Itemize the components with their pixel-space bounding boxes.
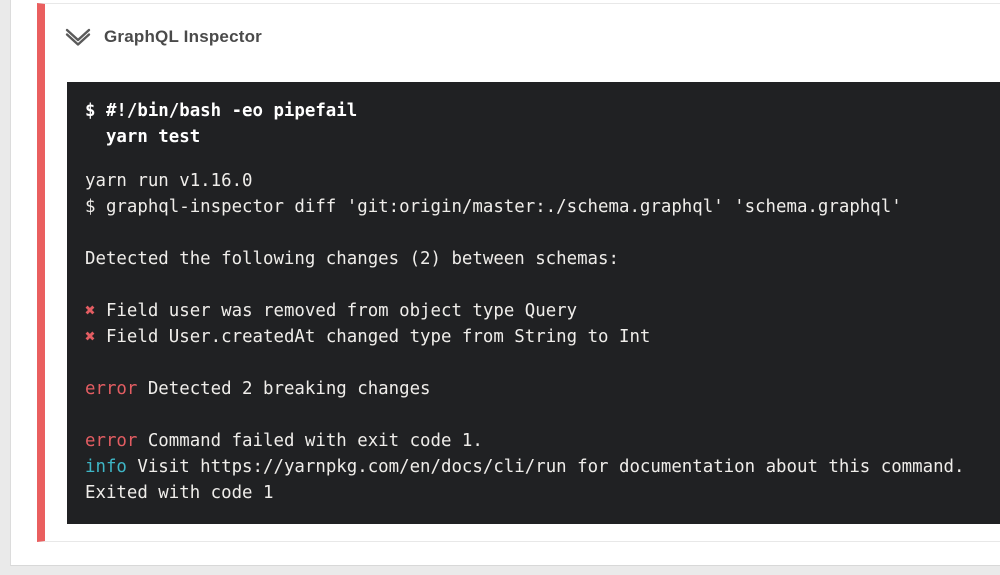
terminal-line: ✖ Field User.createdAt changed type from… [85, 327, 651, 347]
terminal-line: Detected the following changes (2) betwe… [85, 249, 619, 269]
terminal-line: info Visit https://yarnpkg.com/en/docs/c… [85, 457, 965, 477]
terminal-line [85, 272, 1000, 298]
terminal-line: $ #!/bin/bash -eo pipefail [85, 101, 358, 121]
terminal-line: error Detected 2 breaking changes [85, 379, 431, 399]
terminal-line [85, 220, 1000, 246]
terminal-line: ✖ Field user was removed from object typ… [85, 301, 578, 321]
step-title: GraphQL Inspector [104, 27, 263, 46]
terminal-line: yarn test [85, 127, 201, 147]
terminal-line: $ graphql-inspector diff 'git:origin/mas… [85, 197, 902, 217]
terminal-body: yarn run v1.16.0 $ graphql-inspector diff… [85, 168, 1000, 506]
terminal-line: yarn run v1.16.0 [85, 171, 253, 191]
build-output-card: GraphQL Inspector $ #!/bin/bash -eo pipe… [10, 0, 1000, 566]
terminal-line [85, 350, 1000, 376]
terminal-output: $ #!/bin/bash -eo pipefail yarn test yar… [67, 82, 1000, 524]
terminal-line [85, 402, 1000, 428]
terminal-command: $ #!/bin/bash -eo pipefail yarn test [85, 98, 1000, 150]
step-section-graphql-inspector: GraphQL Inspector $ #!/bin/bash -eo pipe… [37, 3, 1000, 542]
terminal-line: error Command failed with exit code 1. [85, 431, 483, 451]
step-header[interactable]: GraphQL Inspector [45, 4, 1000, 48]
terminal-line: Exited with code 1 [85, 483, 274, 503]
double-chevron-down-icon[interactable] [65, 26, 91, 48]
